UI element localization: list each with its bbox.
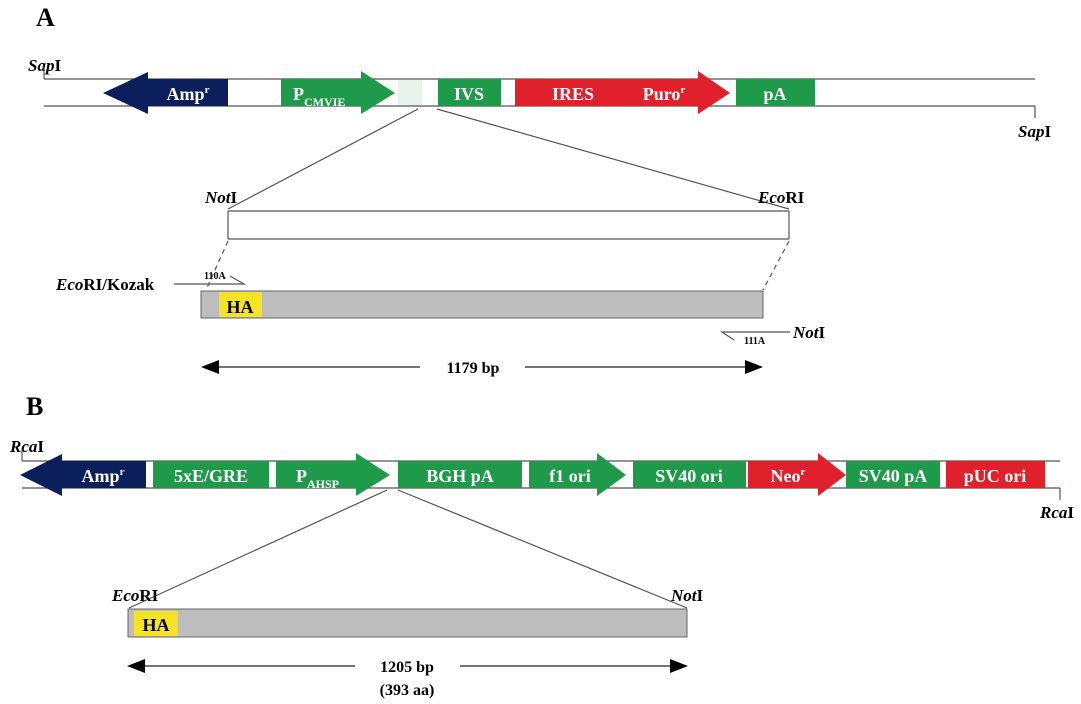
cmv-promoter-label: PCMVIE	[293, 84, 345, 109]
puro-resistance-arrow	[631, 71, 730, 114]
ecori-label-a: EcoRI	[757, 188, 805, 207]
sv40-pa-box	[846, 461, 940, 488]
primer-110a-label: 110A	[204, 271, 226, 282]
length-label-a: 1179 bp	[447, 360, 500, 377]
gre-label: 5xE/GRE	[174, 466, 248, 486]
sv40-ori-label: SV40 ori	[655, 466, 723, 486]
ires-label: IRES	[552, 84, 594, 104]
ha-label-b: HA	[143, 615, 170, 635]
f1-ori-arrow	[529, 453, 626, 496]
puc-ori-box	[946, 461, 1045, 488]
panel-a-label: A	[36, 3, 55, 32]
noti-label-a2: NotI	[792, 323, 826, 342]
primer-110a-arrow	[174, 275, 247, 285]
cmv-promoter-arrow	[281, 71, 395, 114]
insert-bar-a	[200, 290, 764, 319]
amp-resistance-arrow-b	[20, 454, 146, 496]
neo-resistance-arrow	[748, 453, 846, 496]
ecori-label-b: EcoRI	[111, 586, 159, 605]
length-label-b: 1205 bp	[380, 659, 434, 676]
bgh-pa-label: BGH pA	[426, 466, 494, 486]
insert-bar-b	[127, 608, 688, 638]
sapi-left-label: SapI	[28, 56, 61, 75]
sv40-pa-label: SV40 pA	[859, 466, 928, 486]
panel-a-zoom-lines	[227, 108, 790, 210]
ha-tag-box-b	[134, 611, 178, 636]
gre-box	[153, 461, 269, 488]
ahsp-promoter-label: PAHSP	[296, 466, 339, 491]
noti-label-b: NotI	[670, 586, 704, 605]
f1-ori-label: f1 ori	[549, 466, 590, 486]
rcai-left-label: RcaI	[9, 437, 44, 456]
ha-label-a: HA	[227, 297, 254, 317]
puc-ori-label: pUC ori	[964, 466, 1027, 486]
ecori-kozak-label: EcoRI/Kozak	[55, 275, 155, 294]
puro-label: Puror	[643, 84, 686, 104]
amp-resistance-arrow-a	[103, 72, 228, 114]
primer-111a-arrow	[720, 331, 790, 341]
spacer-box	[398, 80, 422, 105]
ahsp-promoter-arrow	[276, 453, 390, 496]
rcai-right-label: RcaI	[1039, 503, 1074, 522]
bgh-pa-box	[398, 461, 522, 488]
panel-b-zoom-lines	[128, 489, 688, 609]
amp-label-a: Ampr	[167, 84, 210, 104]
panel-a-dashed-lines	[205, 240, 790, 291]
noti-label-a: NotI	[204, 188, 238, 207]
primer-111a-label: 111A	[744, 336, 766, 347]
ivs-label: IVS	[454, 84, 484, 104]
ha-tag-box-a	[219, 292, 262, 317]
length-arrow-b	[127, 659, 688, 673]
aa-length-label-b: (393 aa)	[380, 682, 435, 699]
pa-label: pA	[763, 84, 786, 104]
neo-label: Neor	[771, 466, 806, 486]
ires-box	[515, 79, 631, 106]
sapi-right-label: SapI	[1018, 122, 1051, 141]
sv40-ori-box	[633, 461, 746, 488]
cloning-site-box-a	[227, 210, 790, 240]
panel-b-label: B	[26, 392, 43, 421]
length-arrow-a	[201, 360, 763, 374]
ivs-box	[438, 79, 501, 106]
amp-label-b: Ampr	[82, 466, 125, 486]
pa-box	[736, 79, 815, 106]
